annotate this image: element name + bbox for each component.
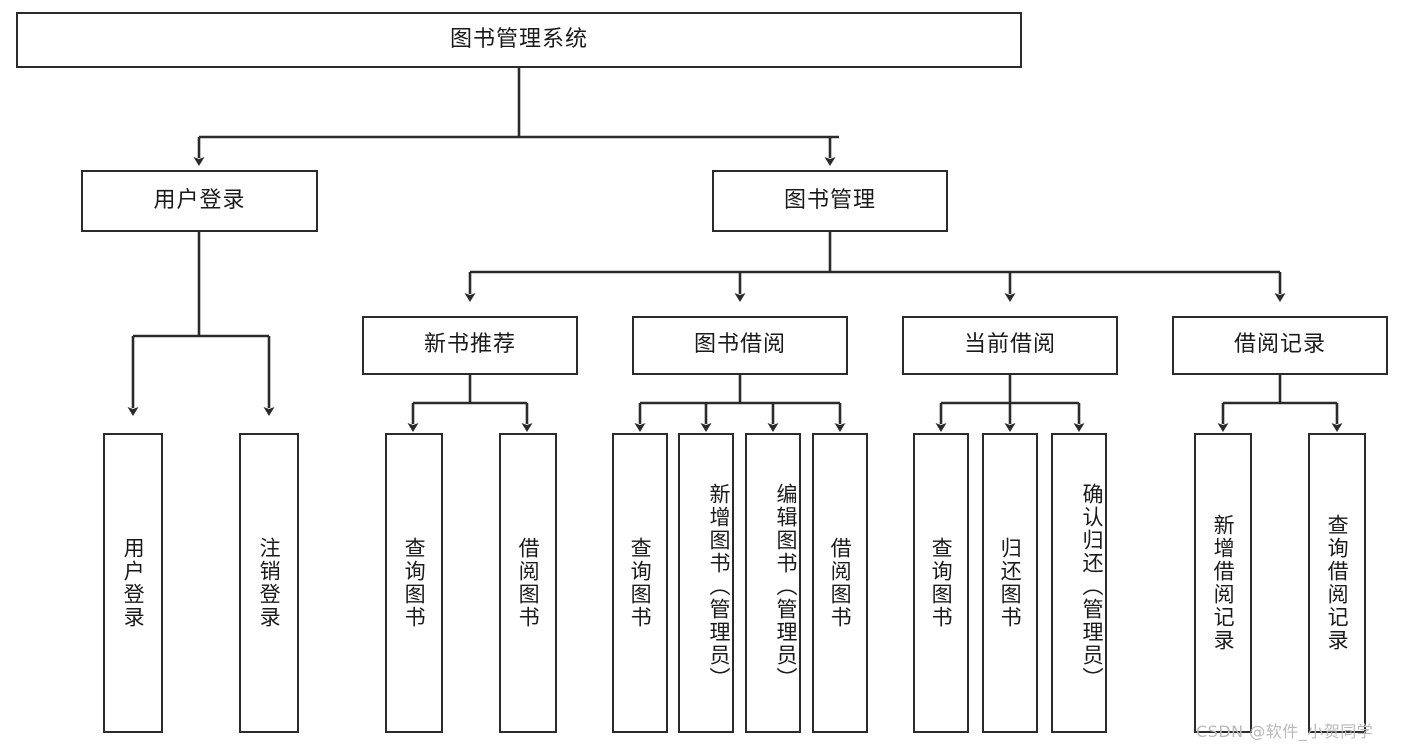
node-current-borrow[interactable]: 当前借阅 (902, 316, 1118, 375)
node-root-system[interactable]: 图书管理系统 (16, 12, 1022, 68)
leaf-new-book-query-book[interactable]: 查询图书 (385, 433, 443, 733)
node-label: 借阅图书 (828, 537, 853, 629)
node-label: 图书管理系统 (449, 26, 588, 52)
leaf-new-book-borrow-book[interactable]: 借阅图书 (499, 433, 557, 733)
node-label: 用户登录 (153, 187, 246, 213)
leaf-user-login-login[interactable]: 用户登录 (103, 433, 163, 733)
leaf-current-borrow-confirm-return-admin[interactable]: 确认归还（管理员） (1051, 433, 1107, 733)
node-label: 借阅记录 (1233, 332, 1326, 358)
leaf-book-borrow-borrow-book[interactable]: 借阅图书 (812, 433, 868, 733)
leaf-borrow-record-add-record[interactable]: 新增借阅记录 (1194, 433, 1252, 733)
node-label: 借阅图书 (516, 537, 541, 629)
node-label: 当前借阅 (963, 332, 1056, 358)
leaf-current-borrow-query-book[interactable]: 查询图书 (913, 433, 969, 733)
node-label: 注销登录 (257, 537, 282, 629)
node-new-book-recommend[interactable]: 新书推荐 (362, 316, 578, 375)
node-label: 图书管理 (783, 187, 876, 213)
node-label: 新增图书（管理员） (707, 482, 731, 690)
node-label: 用户登录 (121, 537, 146, 629)
node-label: 编辑图书（管理员） (774, 482, 798, 690)
node-label: 查询图书 (628, 537, 653, 629)
node-label: 新书推荐 (423, 332, 516, 358)
leaf-current-borrow-return-book[interactable]: 归还图书 (982, 433, 1038, 733)
node-book-borrow[interactable]: 图书借阅 (632, 316, 848, 375)
node-label: 确认归还（管理员） (1080, 482, 1104, 690)
leaf-book-borrow-query-book[interactable]: 查询图书 (612, 433, 668, 733)
leaf-borrow-record-query-record[interactable]: 查询借阅记录 (1308, 433, 1366, 733)
leaf-book-borrow-edit-book-admin[interactable]: 编辑图书（管理员） (745, 433, 801, 733)
node-user-login[interactable]: 用户登录 (81, 170, 318, 232)
node-borrow-record[interactable]: 借阅记录 (1172, 316, 1388, 375)
leaf-book-borrow-add-book-admin[interactable]: 新增图书（管理员） (678, 433, 734, 733)
node-label: 查询图书 (402, 537, 427, 629)
leaf-user-login-logout[interactable]: 注销登录 (239, 433, 299, 733)
node-label: 图书借阅 (693, 332, 786, 358)
node-label: 新增借阅记录 (1211, 514, 1236, 652)
csdn-watermark: CSDN @软件_小贺同学 (1196, 722, 1374, 741)
node-label: 查询图书 (929, 537, 954, 629)
node-label: 查询借阅记录 (1325, 514, 1350, 652)
node-label: 归还图书 (998, 537, 1023, 629)
node-book-management[interactable]: 图书管理 (712, 170, 948, 232)
